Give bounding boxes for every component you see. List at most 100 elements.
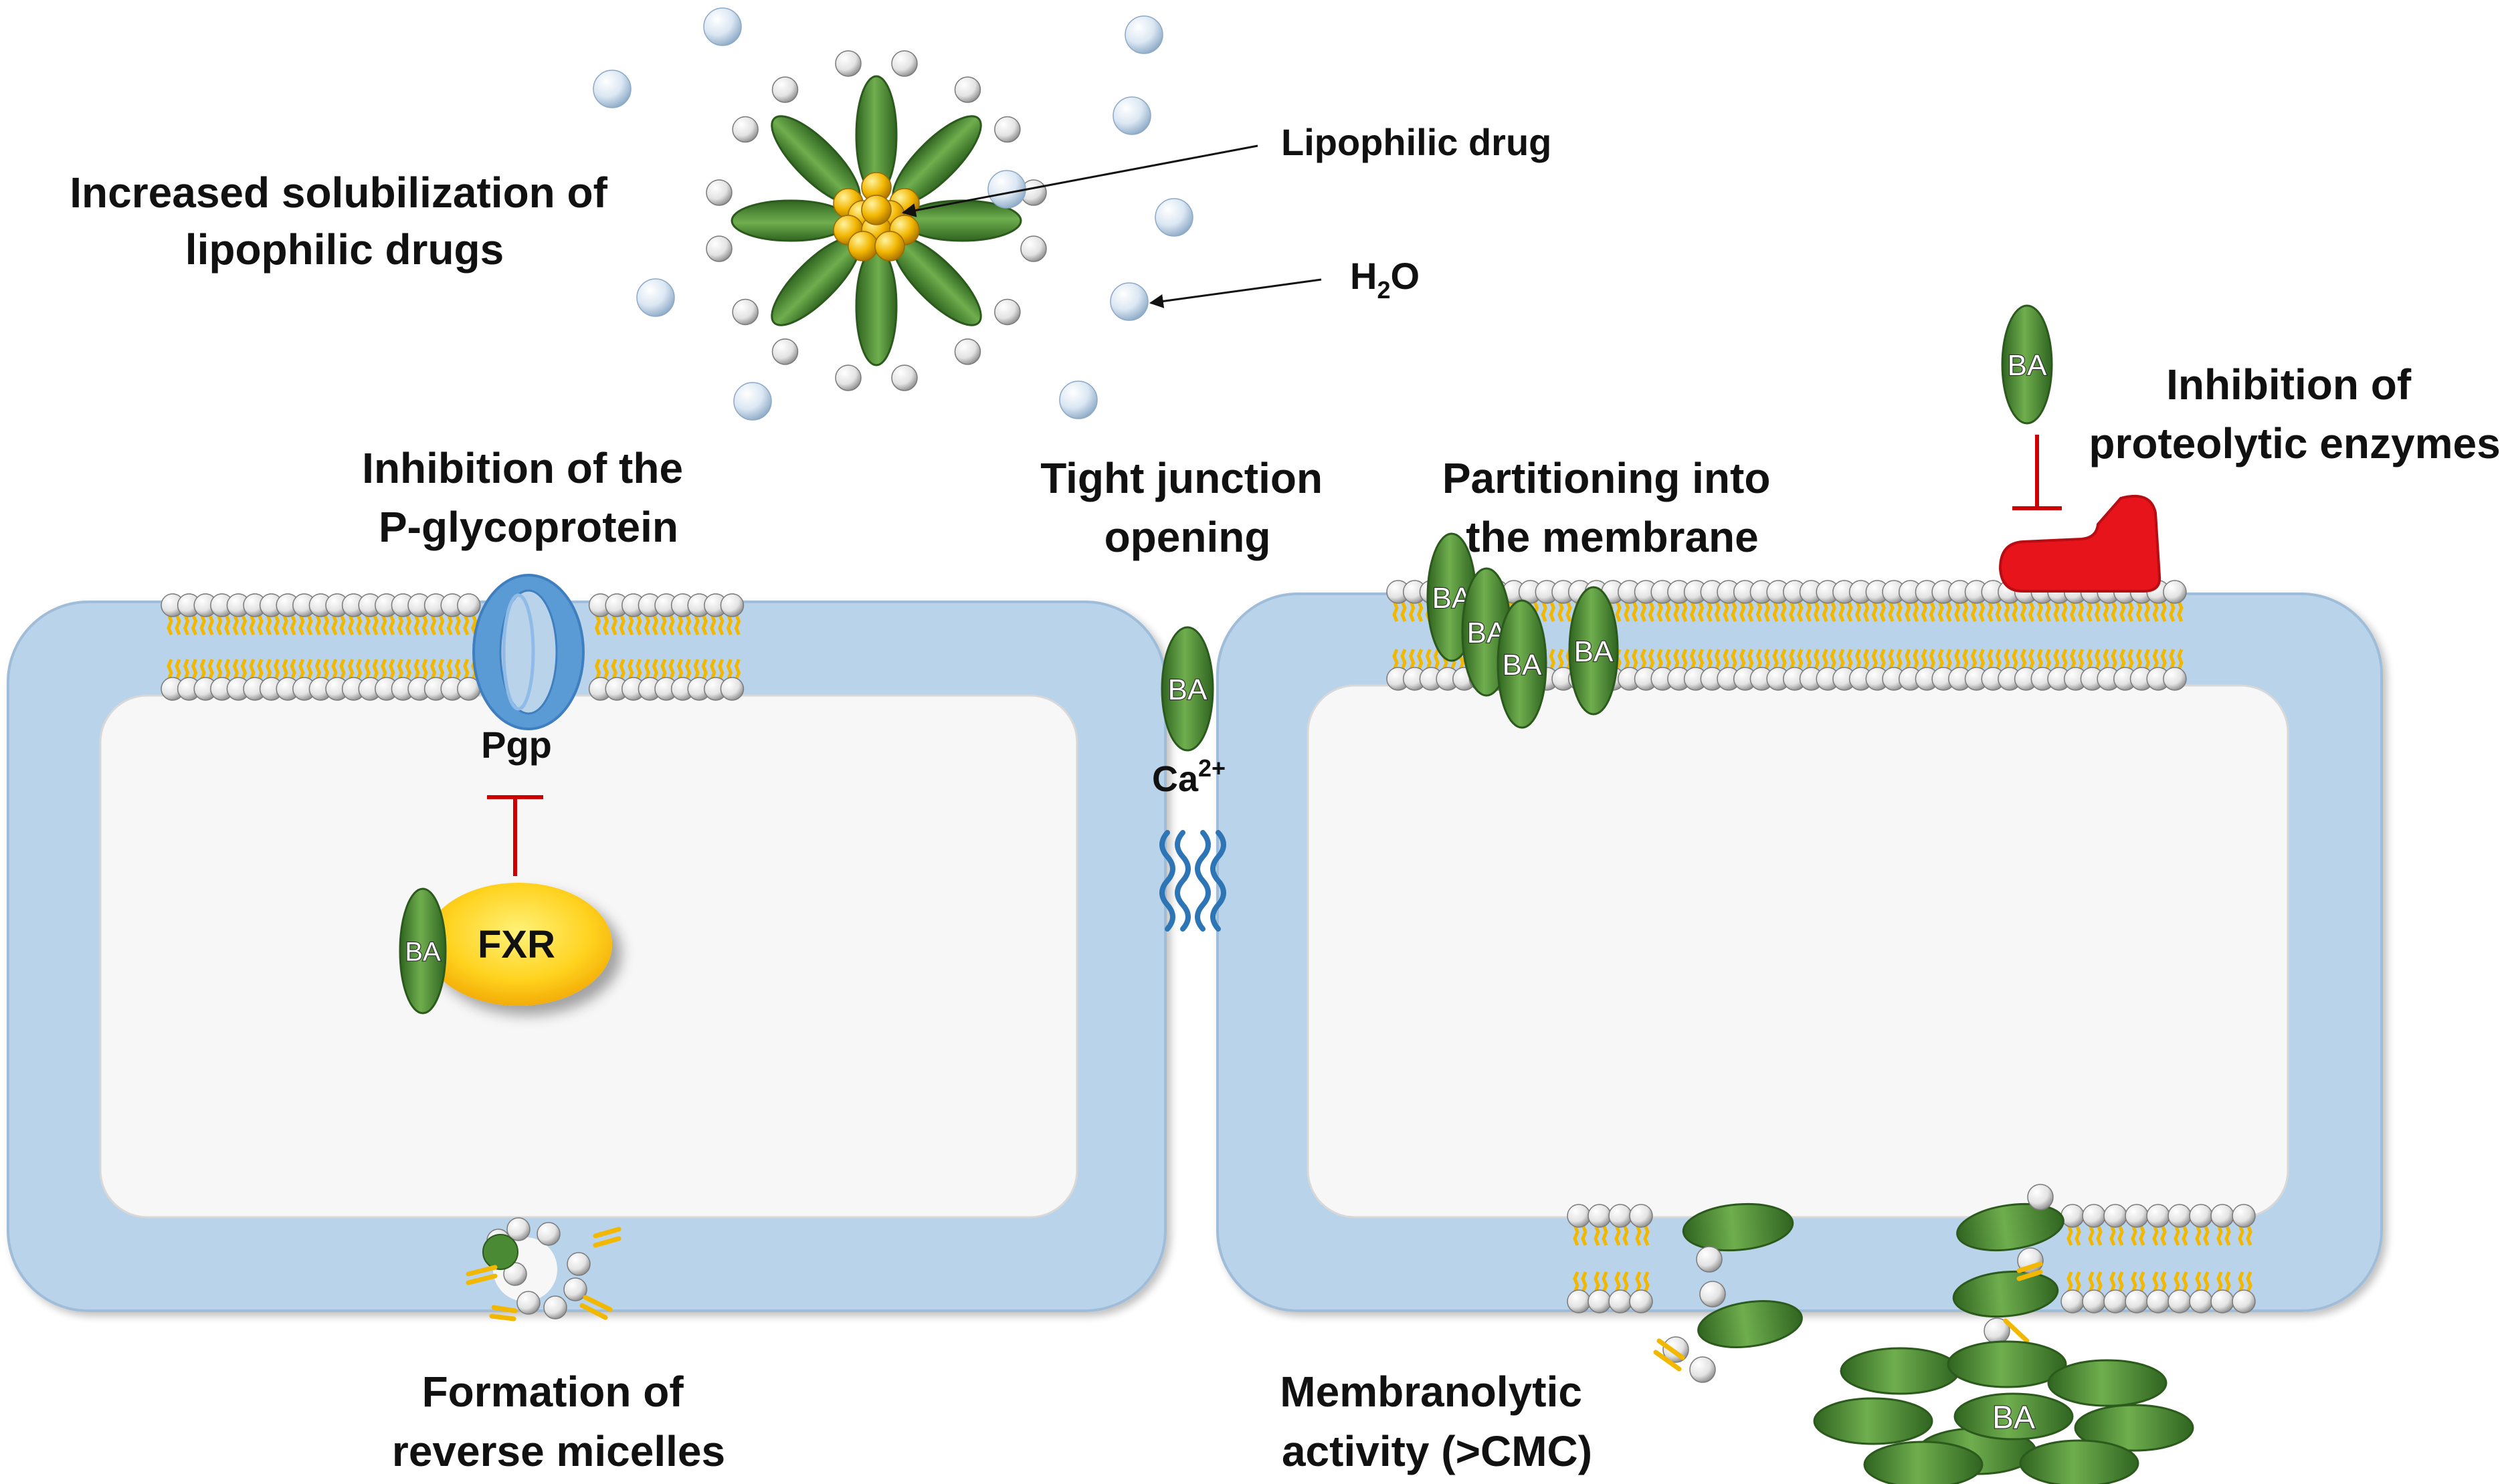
micelle-polar-group — [771, 76, 799, 103]
water-molecule — [703, 7, 742, 46]
membranolytic-bile-acid-cluster: BA — [1653, 1184, 2194, 1484]
micelle-polar-group — [954, 338, 981, 365]
lipid-tails — [1970, 601, 1986, 670]
bile-acid-tight-junction: BA — [1161, 626, 1214, 752]
lipid-tails — [1635, 1225, 1650, 1293]
reverse-micelle-tail — [489, 1313, 516, 1321]
lipid-head — [457, 593, 481, 617]
lipid-head — [2082, 1289, 2106, 1313]
bile-acid-label: BA — [1168, 673, 1208, 706]
water-molecule — [593, 70, 632, 108]
lipid-tails — [676, 614, 692, 680]
lipid-tails — [1656, 601, 1671, 670]
water-molecule — [733, 382, 772, 421]
bile-acid: BA — [2001, 304, 2053, 425]
reverse-micelle-tail — [466, 1265, 498, 1277]
lipid-head — [2232, 1204, 2256, 1228]
lipid-tails — [249, 614, 264, 680]
reverse-micelle-head — [506, 1217, 531, 1241]
lipid-head — [720, 677, 745, 701]
lipophilic-drug-molecule — [848, 231, 878, 261]
lipid-tails — [1723, 601, 1737, 670]
bile-acid: BA — [1161, 626, 1214, 752]
bile-acid-label: BA — [405, 937, 441, 966]
lipid-head — [2103, 1204, 2127, 1228]
partitioning-title: Partitioning into the membrane — [1442, 454, 1782, 561]
bile-acid-label: BA — [1574, 635, 1614, 668]
bile-acid — [2047, 1359, 2168, 1407]
bile-acid: BA — [1497, 599, 1547, 729]
lipid-tails — [2070, 601, 2085, 670]
reverse-micelle-tail — [579, 1303, 608, 1320]
bile-acid-label: BA — [2008, 349, 2047, 382]
reverse-micelle — [466, 1217, 621, 1321]
lipid-head — [2232, 1289, 2256, 1313]
lipid-tails — [2109, 1225, 2124, 1293]
lipid-tails — [1854, 601, 1870, 670]
bile-acid — [2074, 1404, 2194, 1452]
bile-acid-label: BA — [1503, 649, 1542, 681]
lipid-head — [1608, 1204, 1632, 1228]
lipid-tails — [1573, 1225, 1588, 1293]
bile-acid — [1952, 1270, 2059, 1318]
water-molecule — [1155, 198, 1193, 237]
bile-acid — [1956, 1202, 2064, 1252]
bile-acid — [482, 1234, 518, 1270]
reverse-micelle-tail — [593, 1227, 621, 1239]
lipid-tails — [282, 614, 296, 680]
bile-acid — [731, 199, 851, 242]
bile-acid-bound-fxr: BA — [399, 887, 447, 1015]
lipid-head — [2168, 1204, 2192, 1228]
reverse-micelles-title: Formation of reverse micelles — [392, 1368, 725, 1475]
lipid-head — [2210, 1204, 2234, 1228]
lipid-head — [2189, 1204, 2213, 1228]
fxr-receptor — [425, 883, 612, 1006]
reverse-micelle-tail — [583, 1295, 613, 1312]
lipid-tails — [2131, 1225, 2145, 1293]
pgp-title: Inhibition of the P-glycoprotein — [362, 444, 695, 551]
lipid-tails — [298, 614, 313, 680]
p-glycoprotein-transporter — [472, 574, 585, 730]
lipid-tails — [1888, 601, 1903, 670]
lipid-tails — [199, 614, 214, 680]
lipid-head — [1629, 1204, 1653, 1228]
lipid-tails — [183, 614, 198, 680]
lipid-tails — [2174, 1225, 2188, 1293]
water-label: H2O — [1350, 255, 1420, 304]
water-molecule — [1110, 282, 1149, 321]
lipid-tails — [314, 614, 330, 680]
lipid-tails — [2053, 601, 2068, 670]
bile-acid: BA — [1953, 1392, 2074, 1441]
lipid-tails — [2088, 1225, 2103, 1293]
micelle-polar-group — [732, 116, 759, 143]
reverse-micelle-head — [516, 1291, 541, 1315]
lipid-head — [2163, 667, 2187, 691]
lipid-tails — [2004, 601, 2018, 670]
reverse-micelle-head — [503, 1262, 527, 1286]
reverse-micelle-tail — [466, 1273, 498, 1285]
reverse-micelle-tail — [593, 1236, 621, 1248]
enzyme-inhibition-symbol — [2012, 435, 2062, 510]
lipid-tails — [726, 614, 741, 680]
lipid-tails — [660, 614, 675, 680]
lipid-tails — [2135, 601, 2151, 670]
bile-acid-label: BA — [1992, 1400, 2035, 1435]
micelle-polar-group — [732, 298, 759, 326]
lipid-tail — [1656, 1338, 1685, 1360]
lipid-tails — [2119, 601, 2134, 670]
bile-acid — [1840, 1347, 1960, 1395]
bile-acid — [1863, 1441, 1984, 1484]
micelle — [706, 50, 1047, 391]
lipid-tails — [1673, 601, 1688, 670]
water-molecules — [593, 7, 1193, 421]
lipid-tails — [1594, 1225, 1608, 1293]
micelle-polar-group — [835, 364, 862, 391]
micelle-polar-group — [994, 116, 1021, 143]
lipophilic-drug-molecule — [874, 231, 905, 261]
water-molecule — [1059, 381, 1098, 419]
lipid-tails — [167, 614, 181, 680]
micelle-polar-group — [891, 50, 918, 77]
lipid-tails — [2169, 601, 2184, 670]
